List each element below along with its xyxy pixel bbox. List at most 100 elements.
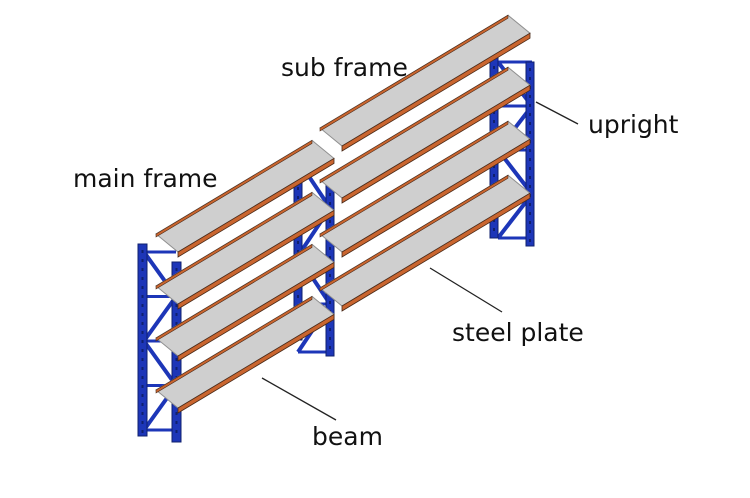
- upright-hole: [329, 220, 331, 223]
- upright-hole: [141, 322, 144, 325]
- upright-hole: [529, 212, 531, 215]
- upright-hole: [141, 403, 144, 406]
- upright-hole: [493, 120, 495, 123]
- upright-hole: [175, 367, 178, 370]
- main-frame-unit: [137, 139, 335, 443]
- upright-hole: [493, 165, 495, 168]
- beam-back: [319, 14, 509, 132]
- upright-hole: [493, 228, 495, 231]
- beam-back: [155, 139, 313, 238]
- upright-hole: [141, 430, 144, 433]
- upright-hole: [297, 241, 299, 244]
- upright-hole: [141, 313, 144, 316]
- upright-hole: [529, 158, 531, 161]
- upright-hole: [529, 230, 531, 233]
- upright-hole: [175, 430, 178, 433]
- beam: [177, 261, 335, 362]
- upright-hole: [329, 301, 331, 304]
- beam: [177, 209, 335, 310]
- beam-back: [319, 66, 509, 184]
- upright-hole: [529, 95, 531, 98]
- upright-hole: [329, 247, 331, 250]
- upright-hole: [175, 268, 178, 271]
- upright-hole: [493, 219, 495, 222]
- label-steel-plate: steel plate: [452, 318, 584, 347]
- beam: [341, 84, 531, 204]
- upright-hole: [529, 77, 531, 80]
- upright-hole: [175, 322, 178, 325]
- upright-hole: [141, 421, 144, 424]
- upright-hole: [529, 185, 531, 188]
- upright-hole: [529, 239, 531, 242]
- beam-back: [155, 295, 313, 394]
- upright-hole: [141, 385, 144, 388]
- upright-hole: [175, 313, 178, 316]
- upright-hole: [141, 367, 144, 370]
- upright-hole: [141, 394, 144, 397]
- upright-hole: [529, 176, 531, 179]
- beam: [341, 192, 531, 312]
- upright-hole: [329, 274, 331, 277]
- upright-hole: [529, 68, 531, 71]
- label-sub-frame: sub frame: [281, 53, 408, 82]
- upright-hole: [175, 421, 178, 424]
- beam: [341, 32, 531, 152]
- frame-brace: [142, 339, 178, 387]
- upright-hole: [141, 259, 144, 262]
- upright-post: [525, 61, 535, 247]
- leader-beam: [261, 377, 337, 421]
- upright-hole: [141, 268, 144, 271]
- upright-hole: [141, 295, 144, 298]
- beam: [341, 138, 531, 258]
- upright-hole: [141, 277, 144, 280]
- upright-hole: [175, 304, 178, 307]
- frame-brace: [142, 295, 178, 343]
- upright-hole: [529, 104, 531, 107]
- upright-hole: [529, 122, 531, 125]
- upright-hole: [529, 131, 531, 134]
- label-beam: beam: [312, 422, 383, 451]
- upright-hole: [141, 304, 144, 307]
- upright-hole: [297, 250, 299, 253]
- upright-hole: [529, 149, 531, 152]
- upright-hole: [529, 203, 531, 206]
- upright-hole: [297, 187, 299, 190]
- upright-hole: [329, 193, 331, 196]
- beam-back: [155, 191, 313, 290]
- upright-hole: [297, 196, 299, 199]
- upright-hole: [297, 295, 299, 298]
- upright-hole: [141, 340, 144, 343]
- upright-hole: [141, 412, 144, 415]
- upright-hole: [141, 349, 144, 352]
- sub-frame-unit: [319, 14, 535, 312]
- beam: [177, 157, 335, 258]
- upright-hole: [493, 174, 495, 177]
- leader-steel-plate: [429, 267, 503, 313]
- upright-hole: [329, 202, 331, 205]
- label-upright: upright: [588, 110, 679, 139]
- beam-back: [155, 243, 313, 342]
- upright-hole: [141, 376, 144, 379]
- upright-hole: [141, 358, 144, 361]
- upright-hole: [329, 337, 331, 340]
- beam-back: [319, 174, 509, 292]
- upright-hole: [175, 412, 178, 415]
- upright-hole: [529, 221, 531, 224]
- upright-hole: [529, 167, 531, 170]
- upright-hole: [493, 111, 495, 114]
- leader-upright: [535, 101, 579, 125]
- upright-hole: [141, 331, 144, 334]
- upright-hole: [493, 66, 495, 69]
- upright-hole: [529, 113, 531, 116]
- leader-lines: [261, 101, 579, 421]
- label-main-frame: main frame: [73, 164, 218, 193]
- upright-hole: [175, 358, 178, 361]
- upright-hole: [329, 256, 331, 259]
- beam-back: [319, 120, 509, 238]
- upright-hole: [141, 286, 144, 289]
- beam: [177, 313, 335, 414]
- upright-hole: [329, 328, 331, 331]
- upright-hole: [141, 250, 144, 253]
